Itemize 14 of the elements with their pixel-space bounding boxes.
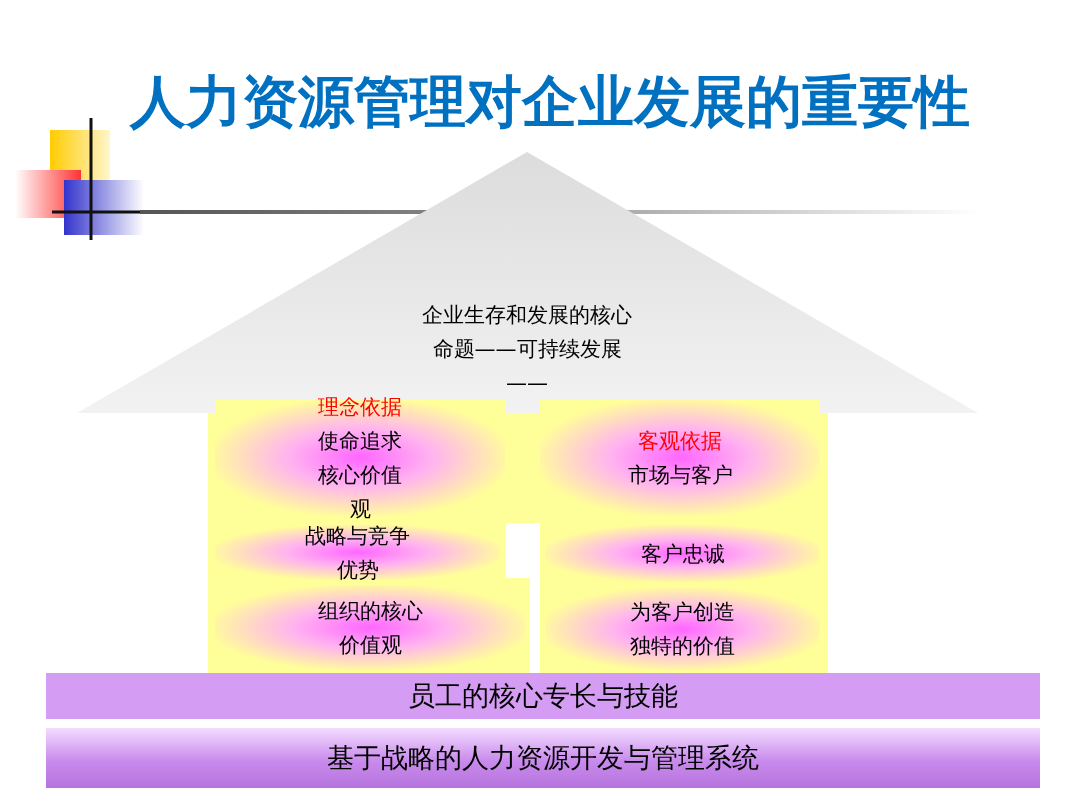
- box-heading: 理念依据: [318, 393, 402, 421]
- box-text: 战略与竞争优势: [304, 522, 411, 584]
- band-text: 基于战略的人力资源开发与管理系统: [327, 741, 759, 775]
- title: 人力资源管理对企业发展的重要性: [128, 68, 971, 136]
- box-heading: 客观依据: [638, 427, 722, 455]
- foundation-band: [46, 673, 1040, 719]
- band-text: 员工的核心专长与技能: [408, 679, 678, 713]
- foundation-band: [46, 728, 1040, 788]
- box-text: 为客户创造独特的价值: [629, 599, 736, 660]
- box-text: 使命追求核心价值观: [317, 427, 403, 523]
- roof-text: 企业生存和发展的核心命题——可持续发展——: [422, 302, 632, 397]
- box-text: 客户忠诚: [640, 540, 725, 568]
- box-text: 市场与客户: [627, 461, 733, 489]
- box-text: 组织的核心价值观: [316, 597, 424, 659]
